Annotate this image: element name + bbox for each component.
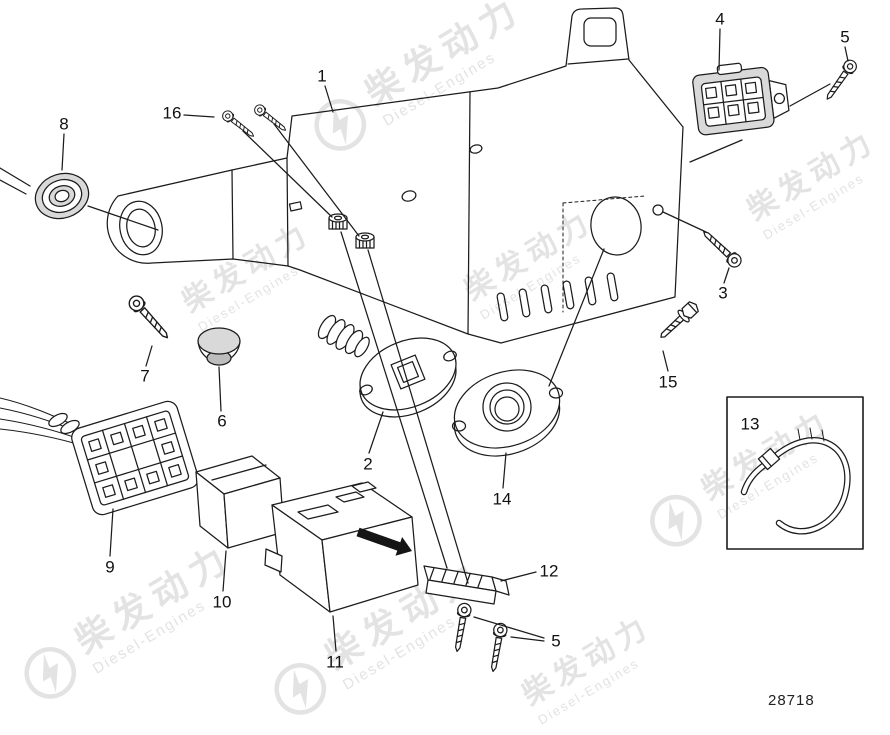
callout-10: 10 [213,593,232,612]
drawing-number: 28718 [768,692,815,709]
callout-6: 6 [217,412,226,431]
callout-5-bottom: 5 [551,632,560,651]
part-9-connector [0,397,199,516]
callout-4: 4 [715,10,724,29]
leader-lines [0,28,849,652]
part-15-screw [655,298,702,344]
callout-3: 3 [718,284,727,303]
part-6-plug [197,327,241,366]
screw-16a [220,108,258,141]
part-10-relay [195,455,285,549]
callout-9: 9 [105,558,114,577]
callout-7: 7 [140,367,149,386]
screw-5b [485,621,509,674]
callout-15: 15 [659,373,678,392]
callout-11: 11 [326,653,344,672]
part-3-screw [698,226,745,271]
callout-12: 12 [540,562,559,581]
part-5-screw-top [821,57,860,104]
callout-8: 8 [59,115,68,134]
part-14-flange-ring [451,369,564,457]
part-1-bracket [106,7,684,344]
part-4-connector [692,62,790,136]
callout-5-top: 5 [840,28,849,47]
part-16-screws [220,102,290,141]
callout-13: 13 [741,415,760,434]
part-12-clip [423,565,510,605]
screw-5a [449,601,473,654]
part-13-cable-tie [740,427,851,535]
callout-16: 16 [163,104,182,123]
callout-2: 2 [363,455,372,474]
direction-arrow-icon [356,527,412,556]
callout-1: 1 [317,67,326,86]
part-8-grommet [34,172,90,220]
callout-14: 14 [493,490,512,509]
screw-16b [252,102,290,135]
part-11-cover [264,481,419,613]
part-2-sensor [317,314,457,418]
part-5-screws-bottom [449,601,509,674]
inset-box-13 [726,396,864,550]
callouts: 1 2 3 4 5 5 6 7 8 9 10 11 12 13 14 15 16 [59,10,849,672]
part-7-screw [125,292,174,344]
